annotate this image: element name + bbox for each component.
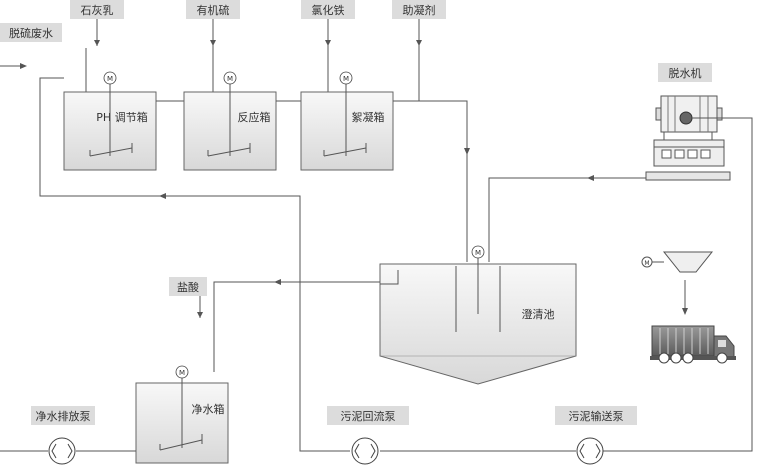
svg-text:脱硫废水: 脱硫废水 <box>9 26 53 40</box>
dosing-line-organosulfur <box>210 19 216 92</box>
dosing-line-coagulant <box>416 19 422 101</box>
svg-text:石灰乳: 石灰乳 <box>81 3 114 17</box>
label-clean-water-pump: 净水排放泵 <box>31 406 95 425</box>
dosing-line-lime <box>85 19 100 92</box>
svg-text:M: M <box>227 75 233 83</box>
svg-text:净水排放泵: 净水排放泵 <box>36 409 91 423</box>
motor-icon: M <box>339 71 353 92</box>
svg-text:M: M <box>179 369 185 377</box>
svg-text:助凝剂: 助凝剂 <box>403 3 436 17</box>
svg-text:絮凝箱: 絮凝箱 <box>352 110 385 124</box>
pump-icon <box>576 437 604 465</box>
svg-text:有机硫: 有机硫 <box>197 3 230 17</box>
motor-icon: M <box>103 71 117 92</box>
motor-icon: M <box>223 71 237 92</box>
svg-text:污泥输送泵: 污泥输送泵 <box>569 409 624 423</box>
tank-reaction: 反应箱 <box>183 91 277 171</box>
label-desulfurization-wastewater: 脱硫废水 <box>0 23 62 42</box>
label-dewatering-machine: 脱水机 <box>658 63 712 82</box>
label-sludge-return-pump: 污泥回流泵 <box>327 406 409 425</box>
svg-text:污泥回流泵: 污泥回流泵 <box>341 409 396 423</box>
pump-icon <box>0 437 136 465</box>
motor-icon: M <box>175 365 189 383</box>
pipe-clarifier-to-cleanwater <box>213 279 380 372</box>
svg-text:反应箱: 反应箱 <box>238 110 271 124</box>
svg-text:氯化铁: 氯化铁 <box>312 3 345 17</box>
svg-text:M: M <box>644 260 649 267</box>
inflow-pipe <box>0 63 27 69</box>
svg-text:M: M <box>107 75 113 83</box>
svg-text:M: M <box>343 75 349 83</box>
svg-text:脱水机: 脱水机 <box>669 66 702 80</box>
truck-icon <box>650 325 736 364</box>
label-coagulant-aid: 助凝剂 <box>392 0 446 19</box>
pipe-dewater-to-clarifier <box>488 175 646 262</box>
clarifier-tank: 澄清池 <box>379 262 577 385</box>
dosing-line-ferric <box>325 19 331 92</box>
label-sludge-transfer-pump: 污泥输送泵 <box>555 406 637 425</box>
pump-icon <box>351 437 576 465</box>
svg-text:净水箱: 净水箱 <box>192 402 225 416</box>
svg-text:M: M <box>475 249 481 257</box>
return-loop-pipe <box>39 77 350 452</box>
dewatering-machine <box>645 95 731 181</box>
tank-flocculation: 絮凝箱 <box>300 91 394 171</box>
svg-text:PH 调节箱: PH 调节箱 <box>96 110 147 124</box>
label-ferric-chloride: 氯化铁 <box>301 0 355 19</box>
pipe-floc-to-clarifier <box>393 100 470 262</box>
label-organosulfur: 有机硫 <box>186 0 240 19</box>
svg-text:澄清池: 澄清池 <box>522 307 555 321</box>
label-lime-milk: 石灰乳 <box>70 0 124 19</box>
motor-icon: M <box>471 245 485 264</box>
svg-text:盐酸: 盐酸 <box>177 280 199 294</box>
sludge-hopper: M <box>641 251 714 315</box>
pipe-dewater-loop <box>601 117 753 452</box>
tank-clean-water: 净水箱 <box>135 382 229 464</box>
label-hydrochloric-acid: 盐酸 <box>169 277 207 318</box>
tank-ph-adjust: PH 调节箱 <box>63 91 157 171</box>
